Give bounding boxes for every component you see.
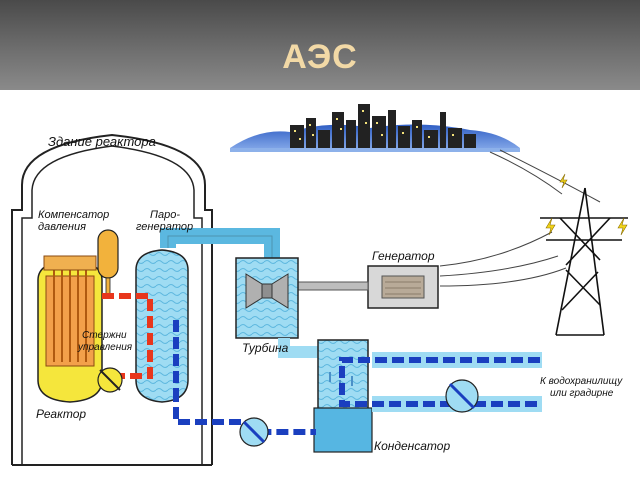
reactor-building-inner-outline: [21, 145, 203, 465]
cooling-water-loop: [339, 352, 542, 412]
reactor-vessel: [37, 255, 103, 403]
label-control-rods-1: Стержни: [82, 330, 127, 341]
label-pressurizer-2: давления: [38, 221, 86, 233]
primary-pump: [97, 367, 123, 393]
label-pressurizer-1: Компенсатор: [38, 209, 109, 221]
slide-title: АЭС: [282, 38, 358, 76]
cooling-pump: [445, 379, 479, 413]
lightning-icon: [545, 173, 628, 236]
city-skyline: [230, 104, 520, 152]
generator: [297, 265, 439, 309]
secondary-feedwater-loop: [173, 390, 316, 435]
label-steam-generator-2: генератор: [136, 221, 193, 233]
reactor-building-outline: [11, 133, 213, 465]
pressurizer: [97, 229, 119, 297]
label-turbine: Турбина: [242, 341, 289, 355]
steam-generator: [135, 249, 189, 403]
label-reactor-building: Здание реактора: [48, 134, 156, 149]
label-control-rods-2: управления: [77, 342, 133, 353]
npp-diagram: Здание реактора Компенсатор давления Пар…: [11, 104, 628, 466]
steam-pipe: [160, 228, 280, 258]
power-lines: [439, 149, 601, 287]
power-pylon: [540, 187, 628, 336]
feedwater-pump: [239, 417, 269, 447]
label-reservoir-2: или градирне: [550, 388, 614, 399]
label-generator: Генератор: [372, 249, 435, 263]
label-reactor: Реактор: [36, 407, 86, 421]
title-bar: АЭС: [0, 0, 640, 90]
condenser: [313, 339, 373, 453]
turbine: [235, 257, 299, 339]
label-steam-generator-1: Паро-: [150, 209, 180, 221]
label-condenser: Конденсатор: [374, 439, 450, 453]
label-reservoir-1: К водохранилищу: [540, 376, 623, 387]
